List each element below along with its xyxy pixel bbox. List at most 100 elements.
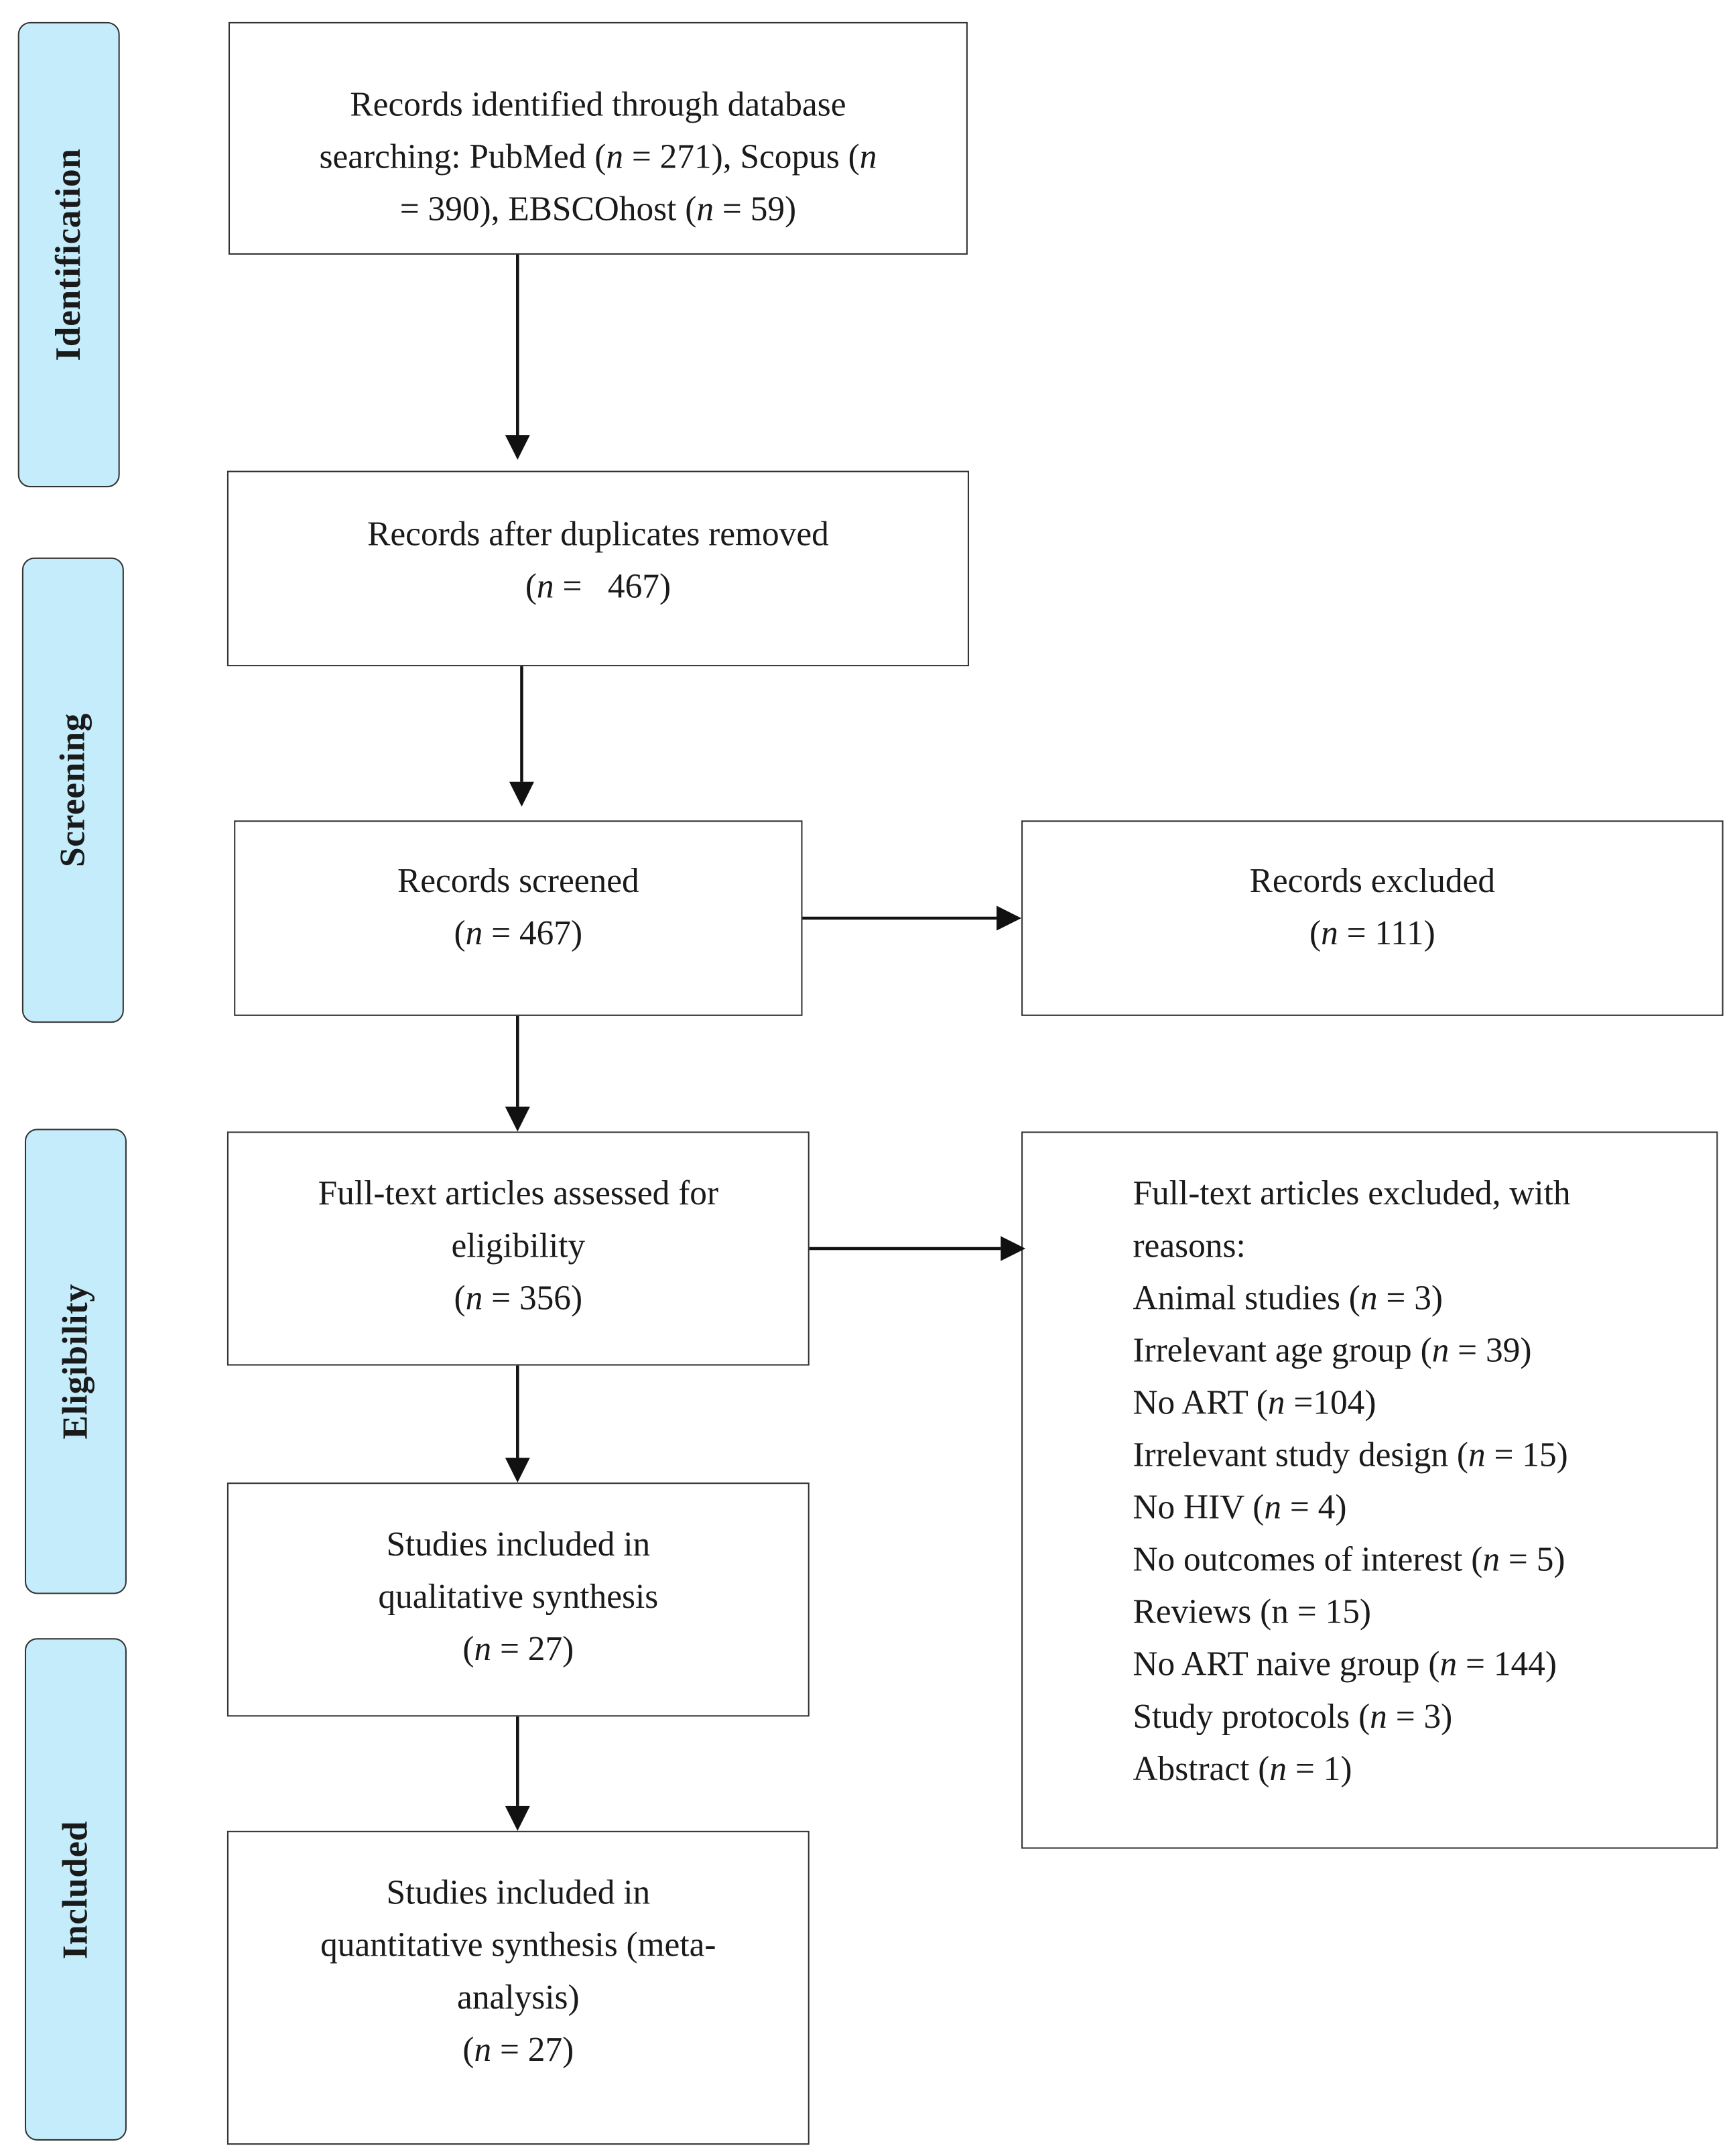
records-identified-line2: searching: PubMed (n = 271), Scopus (n xyxy=(319,132,877,184)
arrowhead-fulltext-qualitative xyxy=(505,1458,530,1483)
records-identified-line3: = 390), EBSCOhost (n = 59) xyxy=(400,184,796,237)
exclusion-reason: No ART (n =104) xyxy=(1133,1378,1567,1430)
exclusion-reason-count: = 144) xyxy=(1457,1646,1557,1684)
box-fulltext-excluded: Full-text articles excluded, with reason… xyxy=(1021,1131,1718,1849)
exclusion-reason-count: = 15) xyxy=(1485,1437,1568,1474)
exclusion-reason: No ART naive group (n = 144) xyxy=(1133,1639,1567,1692)
n-symbol: n xyxy=(606,139,624,176)
fulltext-excluded-line2: reasons: xyxy=(1133,1228,1246,1265)
phase-screening: Screening xyxy=(21,557,124,1023)
exclusion-reason: Reviews (n = 15) xyxy=(1133,1587,1567,1639)
n-symbol: n xyxy=(1264,1489,1282,1527)
box-records-excluded: Records excluded (n = 111) xyxy=(1021,820,1724,1016)
exclusion-reason-count: = 39) xyxy=(1449,1332,1532,1370)
arrowhead-identified xyxy=(505,435,530,460)
qualitative-count: (n = 27) xyxy=(462,1625,574,1677)
qualitative-line2: qualitative synthesis xyxy=(378,1578,659,1616)
box-fulltext-assessed: Full-text articles assessed for eligibil… xyxy=(227,1131,810,1366)
box-quantitative-synthesis: Studies included in quantitative synthes… xyxy=(227,1830,810,2145)
fulltext-assessed-line2: eligibility xyxy=(451,1228,586,1265)
identified-scopus-text: = 271), Scopus ( xyxy=(623,139,860,176)
n-symbol: n xyxy=(1267,1385,1285,1422)
box-records-screened: Records screened (n = 467) xyxy=(234,820,803,1016)
records-screened-title: Records screened xyxy=(397,863,639,901)
exclusion-reason: Study protocols (n = 3) xyxy=(1133,1692,1567,1744)
arrowhead-screened-excluded xyxy=(997,905,1022,931)
records-screened-value: = 467) xyxy=(483,915,583,953)
n-symbol: n xyxy=(1321,915,1338,953)
n-symbol: n xyxy=(536,568,554,606)
n-symbol: n xyxy=(1370,1698,1387,1736)
exclusion-reason-label: Irrelevant age group ( xyxy=(1133,1332,1432,1370)
exclusion-reason: Abstract (n = 1) xyxy=(1133,1744,1567,1796)
exclusion-reason-label: Study protocols ( xyxy=(1133,1698,1370,1736)
paren-open: ( xyxy=(462,1631,474,1669)
n-symbol: n xyxy=(1431,1332,1450,1370)
phase-eligibility: Eligibility xyxy=(24,1129,127,1594)
exclusion-reason-count: = 1) xyxy=(1287,1751,1352,1789)
exclusion-reason-label: Abstract ( xyxy=(1133,1751,1270,1789)
arrowhead-fulltext-excluded xyxy=(1001,1236,1026,1261)
n-symbol: n xyxy=(1482,1541,1500,1579)
exclusion-reason-label: No outcomes of interest ( xyxy=(1133,1541,1483,1579)
exclusion-reason: Irrelevant age group (n = 39) xyxy=(1133,1326,1567,1378)
qualitative-line1: Studies included in xyxy=(386,1526,651,1564)
records-excluded-count: (n = 111) xyxy=(1309,909,1435,961)
exclusion-reason-label: No ART ( xyxy=(1133,1385,1268,1422)
paren-open: ( xyxy=(525,568,537,606)
fulltext-assessed-line1: Full-text articles assessed for xyxy=(318,1176,719,1213)
exclusion-reason: No outcomes of interest (n = 5) xyxy=(1133,1535,1567,1587)
records-screened-count: (n = 467) xyxy=(454,909,583,961)
quantitative-count: (n = 27) xyxy=(462,2025,574,2077)
n-symbol: n xyxy=(474,1631,492,1669)
n-symbol: n xyxy=(859,139,877,176)
n-symbol: n xyxy=(1360,1280,1378,1318)
fulltext-excluded-line1: Full-text articles excluded, with xyxy=(1133,1176,1571,1213)
phase-included: Included xyxy=(24,1638,127,2141)
duplicates-removed-value: = 467) xyxy=(554,568,671,606)
exclusion-reason-label: Reviews (n = 15) xyxy=(1133,1594,1372,1631)
n-symbol: n xyxy=(1468,1437,1486,1474)
exclusion-reason-count: = 4) xyxy=(1281,1489,1347,1527)
exclusion-reason-label: Animal studies ( xyxy=(1133,1280,1360,1318)
box-duplicates-removed: Records after duplicates removed (n = 46… xyxy=(227,470,970,667)
box-records-identified: Records identified through database sear… xyxy=(228,21,968,255)
records-excluded-title: Records excluded xyxy=(1249,863,1496,901)
quantitative-line1: Studies included in xyxy=(386,1875,651,1913)
identified-ebsco-text: = 390), EBSCOhost ( xyxy=(399,191,697,229)
qualitative-value: = 27) xyxy=(491,1631,574,1669)
exclusion-reason: Irrelevant study design (n = 15) xyxy=(1133,1430,1567,1482)
box-qualitative-synthesis: Studies included in qualitative synthesi… xyxy=(227,1482,810,1717)
records-identified-line1: Records identified through database xyxy=(350,86,846,124)
quantitative-line2: quantitative synthesis (meta- xyxy=(320,1927,716,1965)
n-symbol: n xyxy=(696,191,714,229)
records-excluded-value: = 111) xyxy=(1338,915,1435,953)
identified-pubmed-text: searching: PubMed ( xyxy=(319,139,606,176)
exclusion-reason-label: No HIV ( xyxy=(1133,1489,1265,1527)
exclusion-reason-label: No ART naive group ( xyxy=(1133,1646,1440,1684)
phase-identification: Identification xyxy=(17,21,120,488)
n-symbol: n xyxy=(1439,1646,1458,1684)
duplicates-removed-title: Records after duplicates removed xyxy=(367,516,829,554)
paren-open: ( xyxy=(454,915,466,953)
quantitative-line3: analysis) xyxy=(457,1979,580,2017)
arrowhead-screened-fulltext xyxy=(505,1106,530,1132)
quantitative-value: = 27) xyxy=(491,2031,574,2070)
exclusion-reason-count: = 3) xyxy=(1387,1698,1453,1736)
paren-open: ( xyxy=(462,2031,474,2070)
duplicates-removed-count: (n = 467) xyxy=(525,562,671,614)
paren-open: ( xyxy=(1309,915,1322,953)
paren-open: ( xyxy=(454,1280,466,1318)
fulltext-assessed-count: (n = 356) xyxy=(454,1273,583,1326)
n-symbol: n xyxy=(474,2031,492,2070)
exclusion-reason-label: Irrelevant study design ( xyxy=(1133,1437,1468,1474)
exclusion-reason-count: =104) xyxy=(1285,1385,1376,1422)
exclusion-reasons-list: Animal studies (n = 3)Irrelevant age gro… xyxy=(1133,1273,1567,1797)
n-symbol: n xyxy=(465,915,483,953)
arrowhead-duplicates xyxy=(509,781,534,807)
exclusion-reason: No HIV (n = 4) xyxy=(1133,1482,1567,1535)
n-symbol: n xyxy=(465,1280,483,1318)
arrowhead-qualitative-quantitative xyxy=(505,1805,530,1831)
